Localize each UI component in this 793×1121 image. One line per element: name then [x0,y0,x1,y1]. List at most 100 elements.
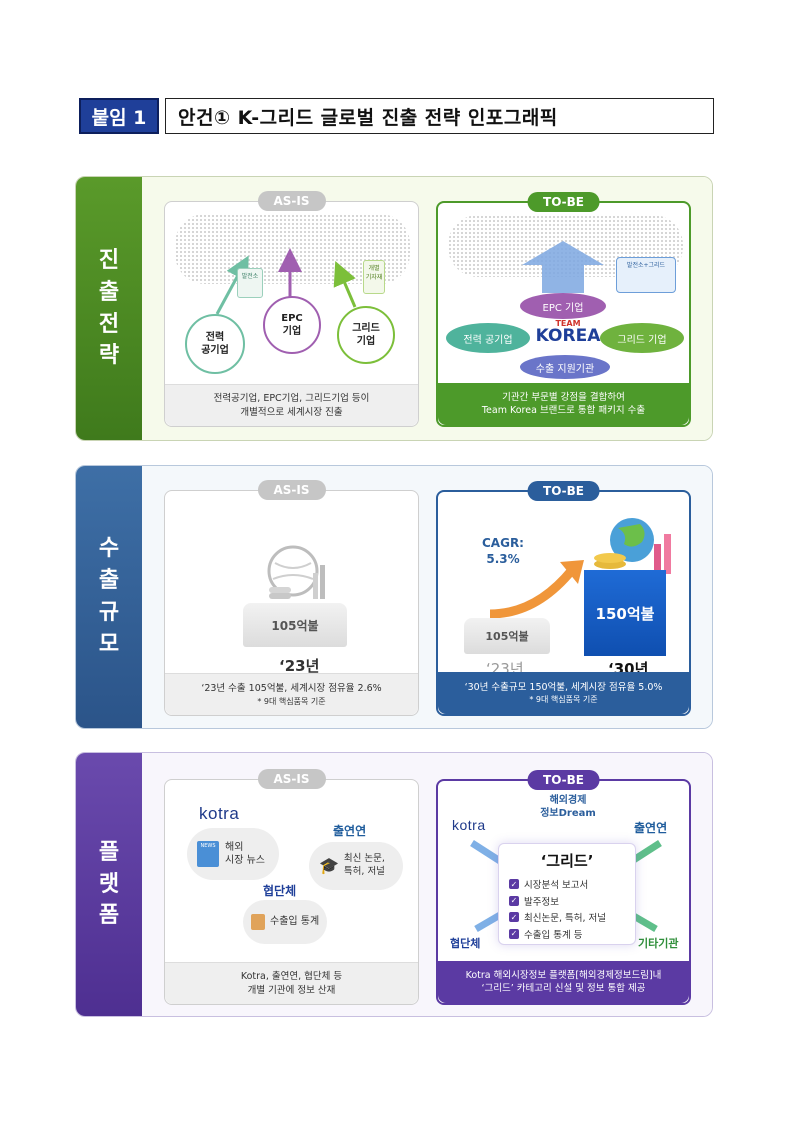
footer-line: ‘30년 수출규모 150억불, 세계시장 점유율 5.0% [464,681,663,693]
value-pedestal: 105억불 [243,603,347,647]
checklist-label: 발주정보 [524,896,559,908]
plant-grid-icon: 발전소+그리드 [616,257,676,293]
equipment-icon: 개별 기자재 [363,260,385,294]
asis-pill: AS-IS [257,191,326,211]
scale-tobe-panel: TO-BE CAGR: 5.3% 105억불 150억불 ‘23년 ‘30년 [436,481,691,716]
strategy-asis-footer: 전력공기업, EPC기업, 그리드기업 등이 개별적으로 세계시장 진출 [165,384,418,426]
check-icon: ✓ [509,928,519,939]
footer-line: ‘23년 수출 105억불, 세계시장 점유율 2.6% [201,683,382,695]
checklist-item: ✓ 발주정보 [509,894,625,908]
footer-note: * 9대 핵심품목 기준 [257,696,326,706]
footer-note: * 9대 핵심품목 기준 [529,695,598,705]
side-char: 플 [98,839,120,865]
cagr-label: CAGR: [482,536,524,550]
assoc-item: 수출입 통계 [270,916,320,928]
dream-top: 해외경제 [549,795,587,806]
node-epc: EPC 기업 [263,296,321,354]
appendix-tag: 붙임 1 [79,98,159,134]
strategy-asis-panel: AS-IS 발전소 개별 기자재 전력 공기업 EPC 기업 그리드 기업 전력… [164,191,419,427]
check-icon: ✓ [509,895,519,906]
year-label: ‘23년 [279,657,320,675]
page-title: 안건① K-그리드 글로벌 진출 전략 인포그래픽 [165,98,714,134]
side-char: 수 [98,536,120,562]
scale-asis-panel: AS-IS 105억불 ‘23년 ‘23년 수출 105억불, 세계시장 점유율… [164,480,419,716]
cagr-label-box: CAGR: 5.3% [482,536,524,567]
kiet-label: 출연연 [634,821,668,835]
footer-line: Kotra, 출연연, 협단체 등 [240,971,343,983]
section-platform: 플 랫 폼 AS-IS kotra NEWS 해외 시장 뉴스 출연연 🎓 최신… [75,752,713,1017]
side-char: 출 [98,279,120,305]
dream-logo: 해외경제 정보Dream [518,795,618,820]
export-arrow-icon [522,241,604,293]
footer-line: Team Korea 브랜드로 통합 패키지 수출 [481,405,646,416]
checklist-label: 최신논문, 특허, 저널 [524,913,606,924]
node-epc: EPC 기업 [520,293,606,319]
strategy-tobe-panel: TO-BE 발전소+그리드 EPC 기업 전력 공기업 그리드 기업 수출 지원… [436,192,691,427]
assoc-label: 협단체 [450,937,481,950]
kotra-logo: kotra [199,804,240,823]
kiet-label: 출연연 [333,824,367,838]
node-power-utility: 전력 공기업 [446,323,530,353]
side-char: 략 [98,343,120,369]
side-char: 폼 [98,903,120,929]
tobe-pill: TO-BE [527,481,600,501]
platform-asis-footer: Kotra, 출연연, 협단체 등 개별 기관에 정보 산재 [165,962,418,1004]
checklist-label: 수출입 통계 등 [524,929,583,941]
checklist-item: ✓ 시장분석 보고서 [509,877,625,891]
platform-tobe-panel: TO-BE 해외경제 정보Dream kotra 출연연 협단체 기타기관 ‘그… [436,770,691,1005]
graduation-icon: 🎓 [319,856,339,876]
dream-bottom: 정보Dream [540,807,596,819]
grid-title: ‘그리드’ [540,852,594,870]
assoc-info-blob: 수출입 통계 [243,900,327,944]
grid-category-box: ‘그리드’ ✓ 시장분석 보고서 ✓ 발주정보 ✓ 최신논문, 특허, 저널 ✓ 수출입… [498,843,636,945]
kotra-logo: kotra [452,817,486,833]
team-korea-logo: TEAM KOREA [528,319,608,345]
assoc-label: 협단체 [263,884,297,898]
footer-line: Kotra 해외시장정보 플랫폼[해외경제정보드림]내 [465,969,662,981]
footer-line: ‘그리드’ 카테고리 신설 및 정보 통합 제공 [481,983,646,994]
news-icon: NEWS [197,841,219,867]
check-icon: ✓ [509,912,519,922]
platform-side-label: 플 랫 폼 [76,753,142,1016]
section-scale: 수 출 규 모 AS-IS 105억불 ‘23년 ‘23년 수출 105억불, … [75,465,713,729]
asis-pill: AS-IS [257,769,326,789]
cagr-value: 5.3% [486,551,520,566]
tobe-pill: TO-BE [527,192,600,212]
team-label: TEAM [555,319,581,328]
box-icon [251,914,265,930]
tobe-pill: TO-BE [527,770,600,790]
checklist-label: 시장분석 보고서 [524,880,589,891]
node-export-agency: 수출 지원기관 [520,355,610,379]
check-icon: ✓ [509,879,519,889]
scale-side-label: 수 출 규 모 [76,466,142,728]
korea-label: KOREA [535,326,601,346]
footer-line: 개별적으로 세계시장 진출 [240,406,343,418]
checklist-item: ✓ 최신논문, 특허, 저널 [509,910,625,924]
kotra-info-blob: NEWS 해외 시장 뉴스 [187,828,279,880]
others-label: 기타기관 [638,937,679,950]
platform-tobe-footer: Kotra 해외시장정보 플랫폼[해외경제정보드림]내 ‘그리드’ 카테고리 신… [438,961,689,1003]
value-bar-to: 150억불 [584,570,666,656]
growth-arrow-icon [489,560,584,618]
kiet-item: 최신 논문, 특허, 저널 [343,853,385,877]
checklist-item: ✓ 수출입 통계 등 [509,927,625,941]
scale-tobe-footer: ‘30년 수출규모 150억불, 세계시장 점유율 5.0% * 9대 핵심품목… [438,672,689,714]
side-char: 전 [98,311,120,337]
footer-line: 개별 기관에 정보 산재 [247,984,336,996]
strategy-tobe-footer: 기관간 부문별 강점을 결합하여 Team Korea 브랜드로 통합 패키지 … [438,383,689,425]
node-grid-company: 그리드 기업 [337,306,395,364]
footer-line: 기관간 부문별 강점을 결합하여 [502,391,625,403]
globe-coins-icon [267,545,325,599]
globe-coins-icon [594,518,671,574]
scale-asis-footer: ‘23년 수출 105억불, 세계시장 점유율 2.6% * 9대 핵심품목 기… [165,673,418,715]
side-char: 규 [98,600,120,625]
section-strategy: 진 출 전 략 AS-IS 발전소 개별 기자재 전력 공기업 EPC 기업 [75,176,713,441]
side-char: 출 [98,568,120,594]
kotra-item: 해외 시장 뉴스 [225,841,265,867]
power-plant-icon: 발전소 [237,268,263,298]
platform-asis-panel: AS-IS kotra NEWS 해외 시장 뉴스 출연연 🎓 최신 논문, 특… [164,769,419,1005]
side-char: 진 [98,247,120,273]
asis-pill: AS-IS [257,480,326,500]
footer-line: 전력공기업, EPC기업, 그리드기업 등이 [213,393,370,405]
node-power-utility: 전력 공기업 [185,314,245,374]
